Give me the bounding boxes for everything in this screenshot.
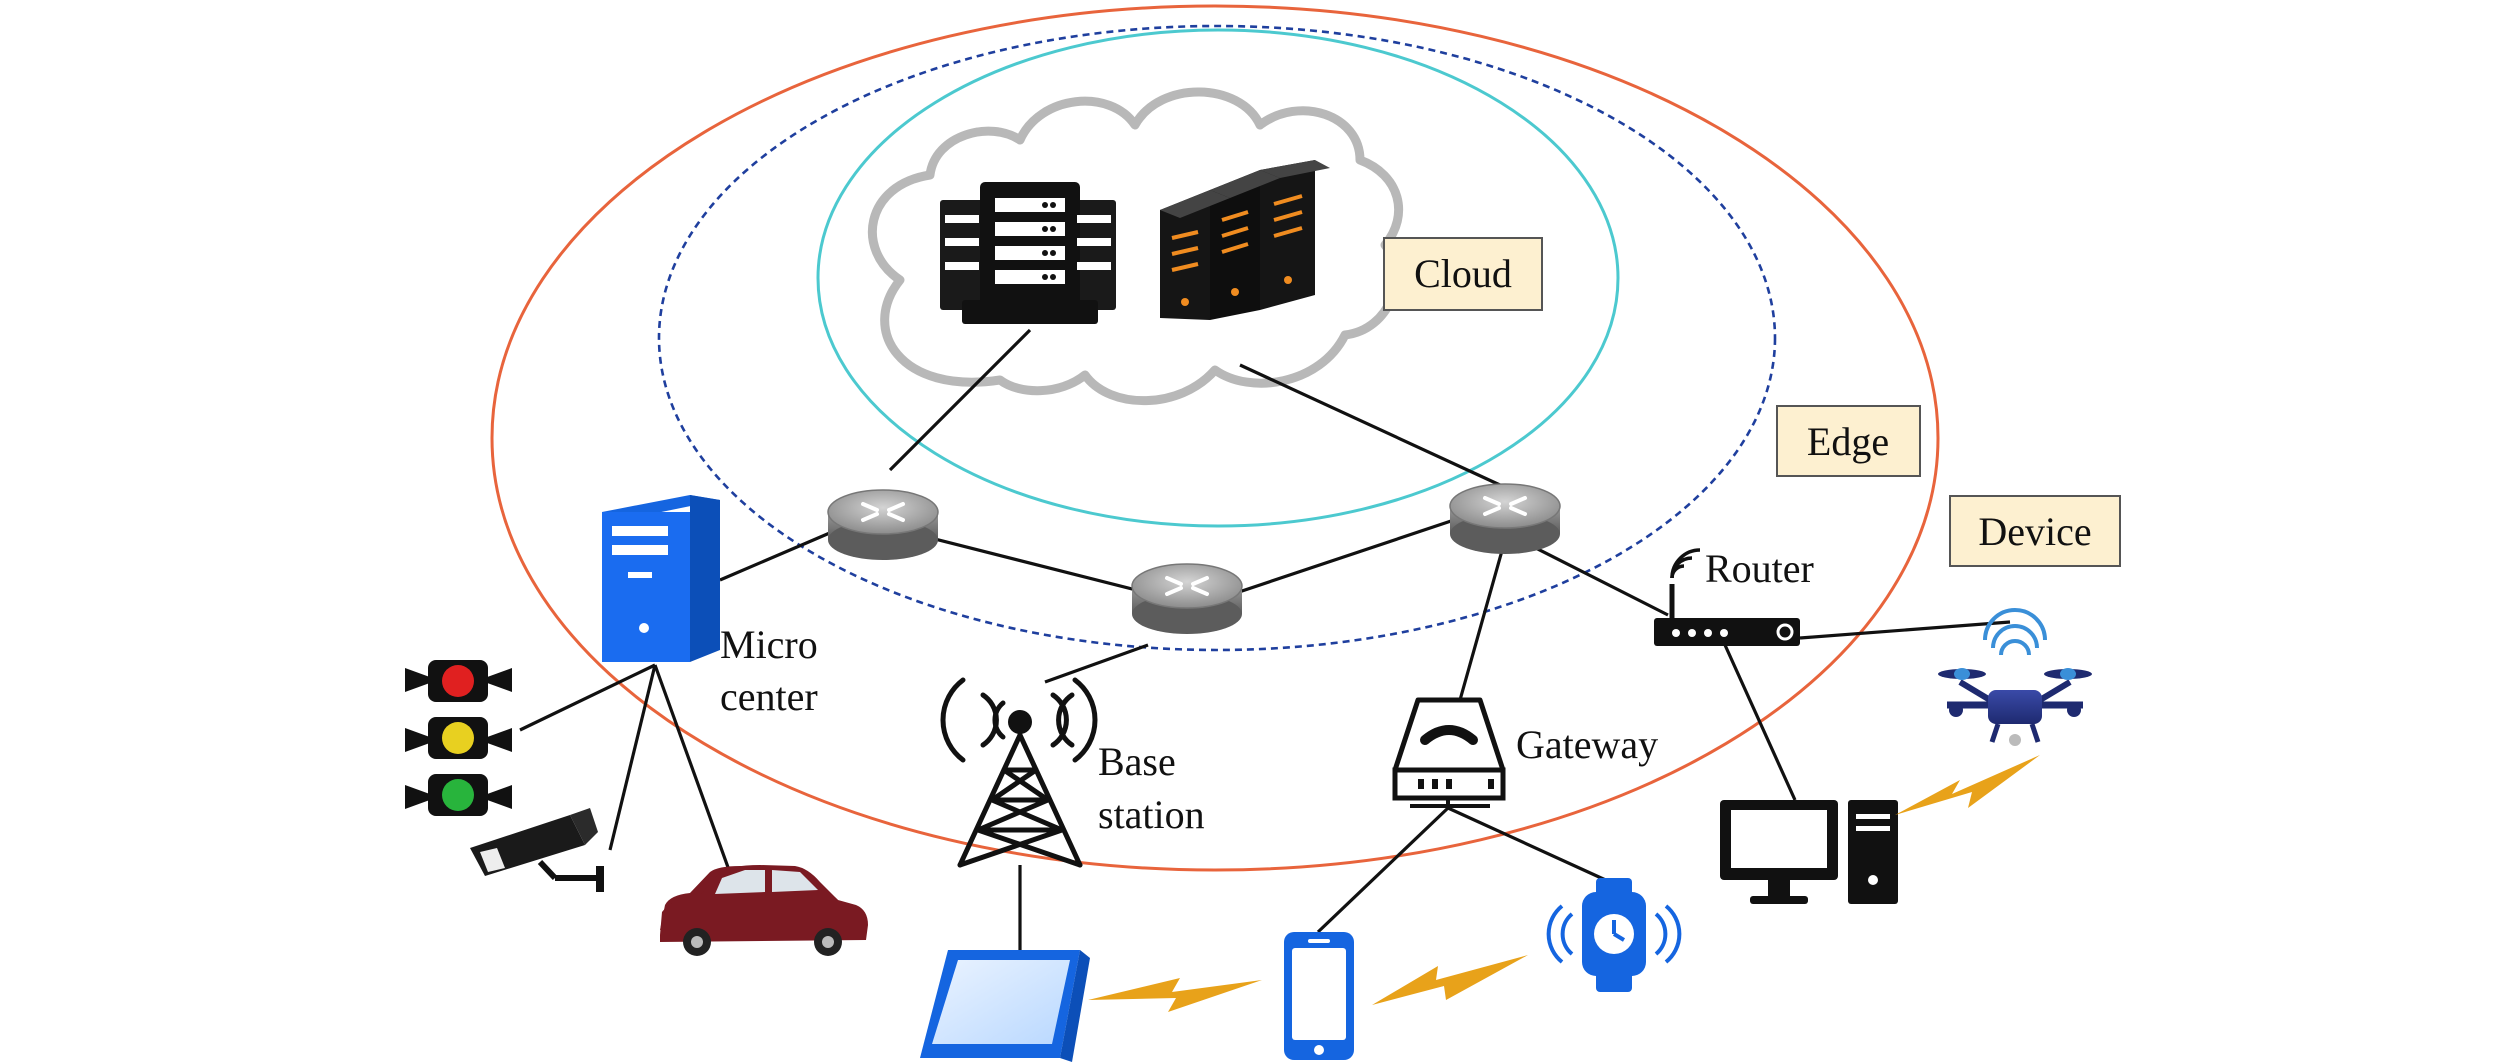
edge-label-text: Edge: [1807, 419, 1889, 464]
cloud-layer-ring: [816, 28, 1620, 528]
cloud-label-text: Cloud: [1414, 251, 1512, 296]
cell-tower-icon: [940, 677, 1098, 868]
edge-layer-ring: [657, 24, 1777, 652]
lightning-bolt-icon: [1372, 955, 1528, 1005]
cloud-label: Cloud: [1383, 237, 1543, 311]
desktop-pc-icon: [1720, 800, 1898, 904]
network-router-icon: [1449, 483, 1561, 554]
lightning-bolt-icon: [1895, 755, 2040, 815]
network-router-icon: [1131, 563, 1243, 634]
traffic-light-icon: [405, 660, 512, 816]
device-layer-ring: [490, 4, 1940, 872]
smartphone-icon: [1284, 932, 1354, 1060]
gateway-phone-icon: [1392, 697, 1506, 808]
tablet-icon: [920, 950, 1090, 1062]
cctv-camera-icon: [470, 808, 604, 892]
micro-server-icon: [602, 495, 720, 662]
smartwatch-icon: [1546, 878, 1682, 992]
device-label: Device: [1949, 495, 2121, 567]
micro-center-label-line1: Micro: [720, 622, 818, 667]
lightning-bolt-icon: [1088, 978, 1262, 1012]
device-label-text: Device: [1978, 509, 2091, 554]
base-station-label-line1: Base: [1098, 739, 1176, 784]
drone-icon: [1938, 608, 2092, 746]
edge-label: Edge: [1776, 405, 1921, 477]
micro-center-label-line2: center: [720, 674, 818, 719]
car-icon: [660, 865, 868, 956]
server-rack-icon: [940, 182, 1116, 324]
wifi-router-icon: [1654, 548, 1800, 646]
network-links: [519, 328, 2011, 950]
gateway-label: Gateway: [1516, 722, 1658, 767]
cell-tower-top-icon: [1008, 710, 1032, 734]
blade-server-icon: [1160, 160, 1330, 320]
network-router-icon: [827, 489, 939, 560]
router-label: Router: [1705, 546, 1814, 591]
base-station-label-line2: station: [1098, 792, 1205, 837]
